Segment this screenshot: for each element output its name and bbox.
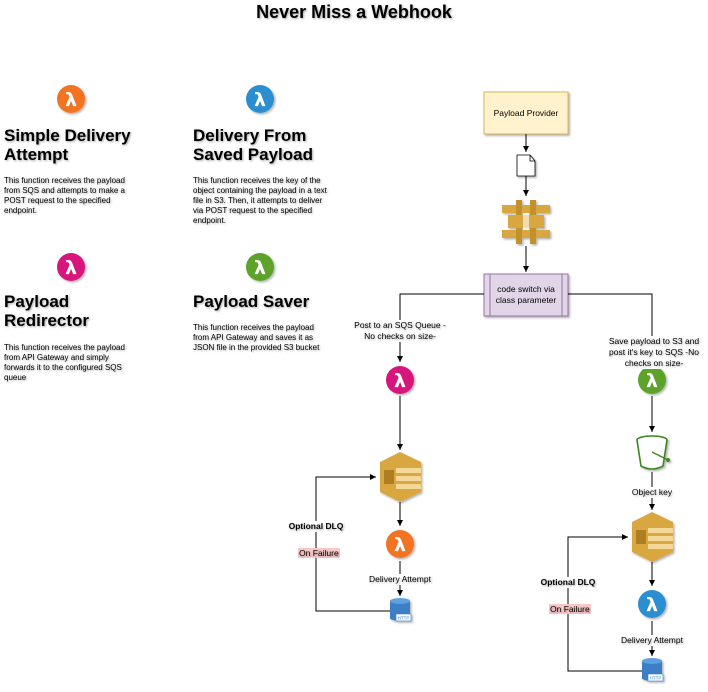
sqs-icon-right [632, 512, 673, 562]
function-title-redirector: Payload Redirector [4, 292, 90, 330]
function-desc-redirector: This function receives the payload from … [4, 343, 125, 382]
lambda-icon-flow-simple-delivery: λ [386, 530, 414, 558]
object-key-label: Object key [626, 487, 678, 498]
svg-text:λ: λ [646, 594, 658, 616]
svg-text:λ: λ [394, 370, 406, 392]
function-title-simple-delivery: Simple Delivery Attempt [4, 126, 131, 164]
document-icon [516, 154, 536, 177]
on-failure-tag-right: On Failure [549, 604, 591, 614]
svg-text:λ: λ [65, 89, 77, 111]
delivery-attempt-label-left: Delivery Attempt [364, 574, 436, 585]
diagram-title: Never Miss a Webhook [256, 2, 452, 22]
payload-provider-label: Payload Provider [493, 107, 559, 118]
s3-bucket-icon [636, 435, 670, 470]
svg-text:λ: λ [254, 257, 266, 279]
left-branch-label: Post to an SQS Queue -No checks on size- [354, 320, 446, 342]
on-failure-tag-left: On Failure [298, 548, 340, 558]
api-gateway-icon [502, 200, 550, 244]
svg-text:λ: λ [254, 89, 266, 111]
http-endpoint-icon-right: HTTP [642, 658, 664, 682]
optional-dlq-label-right: Optional DLQ [538, 577, 598, 588]
lambda-icon-flow-redirector: λ [386, 366, 414, 394]
lambda-icon-flow-saver: λ [638, 366, 666, 394]
http-badge-right: HTTP [650, 676, 662, 681]
code-switch-label: code switch via class parameter [495, 284, 557, 305]
function-desc-simple-delivery: This function receives the payload from … [4, 176, 125, 215]
sqs-icon-left [380, 452, 421, 502]
lambda-icon-payload-saver: λ [246, 253, 274, 281]
function-desc-saved-payload: This function receives the key of the ob… [193, 176, 327, 225]
optional-dlq-label-left: Optional DLQ [286, 521, 346, 532]
lambda-icon-simple-delivery: λ [57, 85, 85, 113]
function-title-payload-saver: Payload Saver [193, 292, 310, 311]
right-branch-label: Save payload to S3 and post it's key to … [606, 336, 702, 369]
function-title-saved-payload: Delivery From Saved Payload [193, 126, 314, 164]
svg-text:λ: λ [394, 534, 406, 556]
delivery-attempt-label-right: Delivery Attempt [616, 635, 688, 646]
svg-text:λ: λ [646, 370, 658, 392]
lambda-icon-saved-payload: λ [246, 85, 274, 113]
lambda-icon-flow-saved-payload: λ [638, 590, 666, 618]
http-badge-left: HTTP [398, 616, 410, 621]
function-desc-payload-saver: This function receives the payload from … [193, 323, 320, 352]
svg-text:λ: λ [65, 257, 77, 279]
code-switch-box [483, 273, 569, 317]
payload-provider-box [483, 91, 569, 135]
http-endpoint-icon-left: HTTP [390, 598, 412, 622]
lambda-icon-redirector: λ [57, 253, 85, 281]
